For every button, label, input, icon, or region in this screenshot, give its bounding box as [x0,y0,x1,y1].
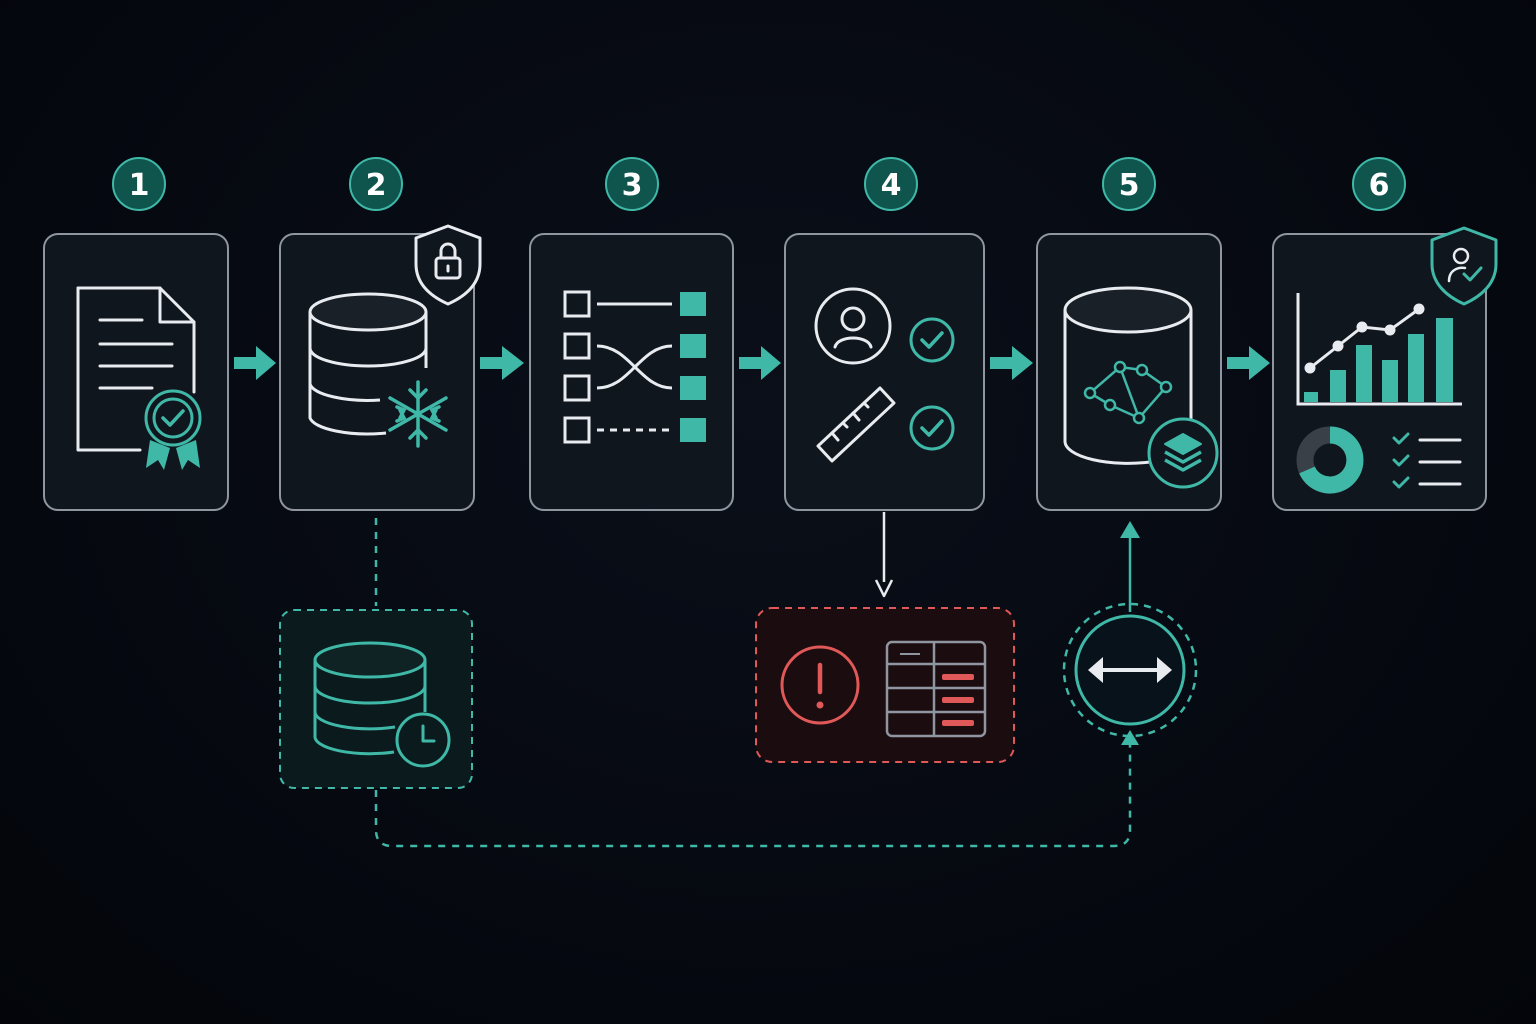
error-table-icon [885,640,987,738]
step-4-number: 4 [881,168,902,203]
flow-arrow-1-2 [234,346,276,380]
donut-chart-icon [1296,426,1364,494]
graph-database-icon [1063,286,1193,465]
step-5-badge: 5 [1102,157,1156,211]
flow-arrow-5-6 [1227,346,1270,380]
flow-arrow-2-3 [480,346,524,380]
step-1-number: 1 [129,168,150,203]
flow-arrow-3-4 [739,346,781,380]
check-icon-bottom [909,405,955,451]
step-1-panel [43,233,229,511]
ruler-icon [816,386,896,463]
lock-shield-icon [414,224,482,306]
clock-icon [395,712,451,768]
snowflake-icon [388,380,448,448]
error-connector-arrow [874,512,894,598]
frozen-database-icon [308,292,428,436]
certification-seal-icon [144,389,202,470]
archive-node [279,609,473,789]
certified-document-icon [76,286,196,452]
error-alert-icon [780,645,860,725]
step-3-number: 3 [622,168,643,203]
step-5-number: 5 [1119,168,1140,203]
step-2-badge: 2 [349,157,403,211]
step-3-badge: 3 [605,157,659,211]
error-node [755,607,1015,763]
user-shield-icon [1430,226,1498,306]
user-profile-icon [814,287,892,365]
field-mapping-icon [563,290,706,444]
step-4-panel [784,233,985,511]
step-4-badge: 4 [864,157,918,211]
validation-checks-icon [814,287,955,463]
step-2-number: 2 [366,168,387,203]
archived-database-clock-icon [313,641,451,768]
flow-arrow-4-5 [990,346,1033,380]
step-6-number: 6 [1369,168,1390,203]
layers-icon [1147,417,1219,489]
archive-to-sync-path [374,738,1132,848]
check-icon-top [909,317,955,363]
step5-up-arrowhead [1120,521,1140,538]
step-1-badge: 1 [112,157,166,211]
checklist-icon [1392,432,1462,489]
bidirectional-sync-icon [1088,657,1172,683]
analytics-report-icon [1296,293,1462,494]
sync-up-arrowhead [1121,730,1139,745]
step-6-badge: 6 [1352,157,1406,211]
